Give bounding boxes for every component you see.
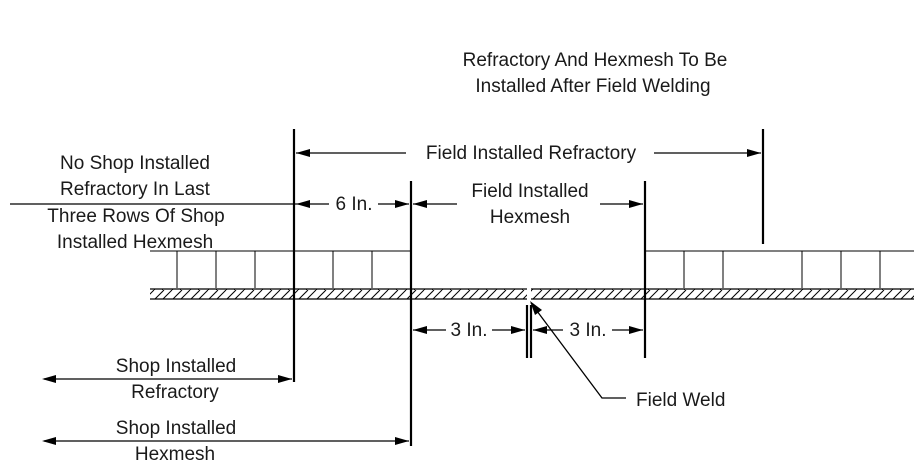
- six-in-arrow-left: [296, 200, 310, 208]
- no-shop-line-1: No Shop Installed: [60, 153, 210, 174]
- shop-hexmesh-arrow-right: [395, 437, 409, 445]
- field-refractory-label: Field Installed Refractory: [426, 143, 637, 164]
- six-in-label: 6 In.: [336, 194, 373, 215]
- three-in-left-label: 3 In.: [451, 320, 488, 341]
- three-in-right-arrow-a: [533, 326, 547, 334]
- shop-hexmesh-arrow-left: [42, 437, 56, 445]
- no-shop-line-3: Three Rows Of Shop: [47, 206, 224, 227]
- shop-refractory-arrow-left: [42, 375, 56, 383]
- field-refractory-arrow-left: [296, 149, 310, 157]
- three-in-right-arrow-b: [629, 326, 643, 334]
- six-in-arrow-right: [395, 200, 409, 208]
- field-weld-leader: [530, 302, 626, 399]
- title-line-2: Installed After Field Welding: [475, 76, 710, 97]
- shop-hexmesh-label-line-1: Shop Installed: [116, 418, 236, 439]
- field-weld-arrow: [530, 301, 542, 315]
- no-shop-line-4: Installed Hexmesh: [57, 232, 213, 253]
- shop-refractory-arrow-right: [278, 375, 292, 383]
- no-shop-line-2: Refractory In Last: [60, 179, 211, 200]
- field-weld-label: Field Weld: [636, 390, 725, 411]
- shop-hexmesh-label-line-2: Hexmesh: [135, 444, 215, 465]
- three-in-left-arrow-a: [413, 326, 427, 334]
- field-refractory-arrow-right: [747, 149, 761, 157]
- three-in-left-arrow-b: [511, 326, 525, 334]
- field-hexmesh-arrow-left: [413, 200, 427, 208]
- three-in-right-label: 3 In.: [570, 320, 607, 341]
- shop-refractory-label-line-1: Shop Installed: [116, 356, 236, 377]
- shop-refractory-label-line-2: Refractory: [131, 382, 219, 403]
- shop-hexmesh-cells: [150, 250, 411, 288]
- field-hexmesh-arrow-right: [629, 200, 643, 208]
- field-hexmesh-label-line-1: Field Installed: [471, 181, 588, 202]
- field-hexmesh-cells: [645, 250, 914, 288]
- title-line-1: Refractory And Hexmesh To Be: [463, 50, 728, 71]
- right-plate: [531, 288, 914, 300]
- field-hexmesh-label-line-2: Hexmesh: [490, 207, 570, 228]
- left-plate: [150, 288, 527, 300]
